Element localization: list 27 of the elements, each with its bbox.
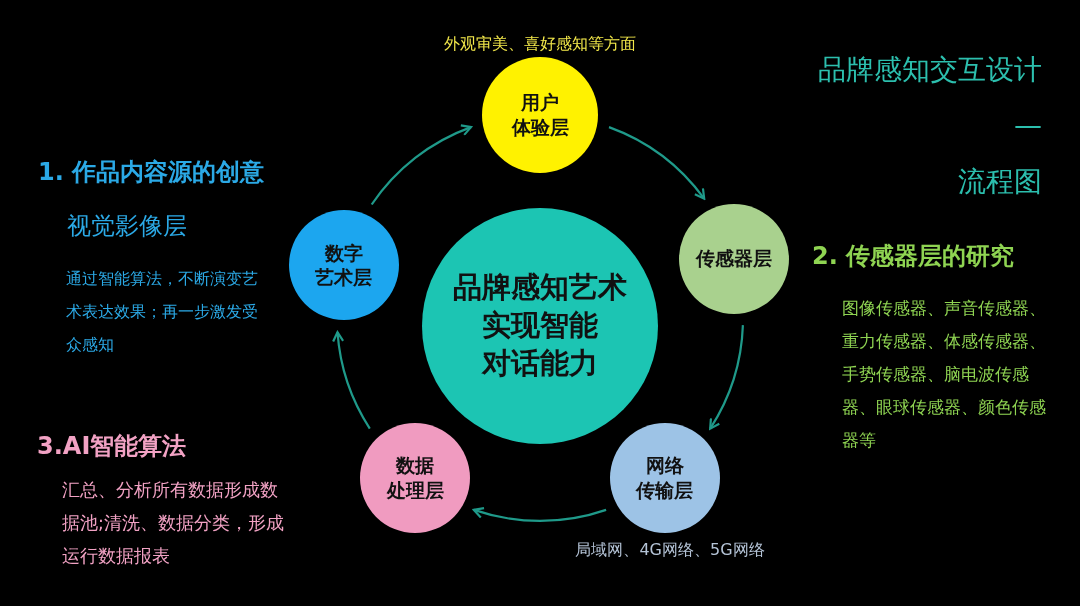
flow-arrow — [370, 125, 473, 206]
flow-arrow — [709, 325, 744, 430]
description: 图像传感器、声音传感器、重力传感器、体感传感器、手势传感器、脑电波传感器、眼球传感器、颜色传感器等 — [842, 298, 1047, 452]
flow-arrow — [472, 506, 607, 522]
description: 汇总、分析所有数据形成数据池;清洗、数据分类，形成运行数据报表 — [62, 479, 285, 568]
layer-name: 数据 — [395, 453, 435, 478]
subheading: 视觉影像层 — [67, 211, 188, 242]
layer-name: 艺术层 — [314, 265, 374, 291]
layer-name: 实现智能 — [481, 307, 599, 345]
layer-name: 体验层 — [510, 115, 570, 140]
layer-name: 传感器层 — [694, 246, 774, 271]
layer-note: 局域网、4G网络、5G网络 — [574, 540, 766, 561]
flow-arrow — [332, 331, 371, 430]
description: 通过智能算法，不断演变艺术表达效果；再一步激发受众感知 — [66, 268, 259, 356]
section-heading: 2. 传感器层的研究 — [812, 241, 1016, 272]
layer-name: 传输层 — [634, 477, 695, 503]
flow-arrow — [608, 126, 706, 200]
layer-name: 处理层 — [385, 477, 445, 503]
layer-name: 数字 — [323, 240, 364, 266]
layer-note: 外观审美、喜好感知等方面 — [443, 34, 637, 55]
layer-name: 对话能力 — [480, 344, 599, 382]
layer-name: 用户 — [520, 90, 560, 115]
section-heading: 3.AI智能算法 — [37, 431, 188, 462]
layer-name: 品牌感知艺术 — [452, 269, 628, 307]
layer-name: 网络 — [644, 453, 685, 478]
title: 品牌感知交互设计 — 流程图 — [817, 52, 1042, 200]
section-heading: 1. 作品内容源的创意 — [38, 157, 266, 188]
